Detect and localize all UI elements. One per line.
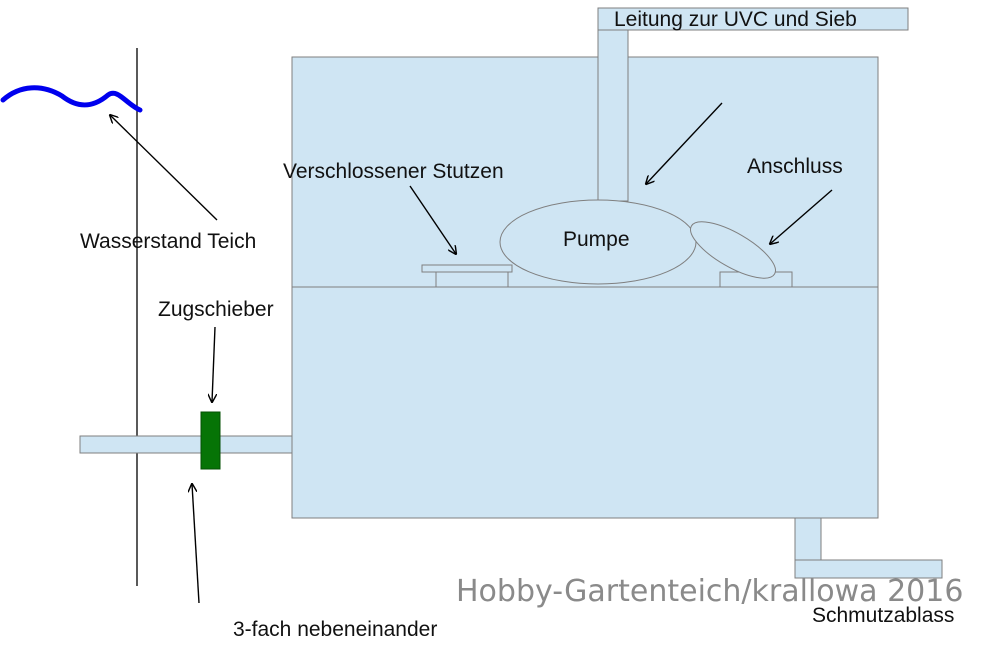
drain-pipe-vertical [794,517,822,561]
inlet-pipe [79,435,293,454]
arrow-three-fold [192,484,200,604]
gate-valve [200,411,221,470]
label-three-fold: 3-fach nebeneinander [233,618,438,641]
closed-socket-cap [421,264,513,273]
closed-socket-base [435,271,509,288]
connection-hose [690,221,776,279]
arrow-gate-valve [212,326,215,402]
drain-pipe-horizontal [794,559,943,579]
label-water-level: Wasserstand Teich [80,230,257,253]
arrow-connection [770,189,833,244]
label-uvc-pipe: Leitung zur UVC und Sieb [614,8,857,31]
arrow-water-level [110,115,218,221]
watermark: Hobby-Gartenteich/krallowa 2016 [456,574,964,609]
uvc-pipe-head [597,7,909,31]
label-pump: Pumpe [563,228,630,251]
label-connection: Anschluss [747,155,843,178]
arrow-pump-outlet [646,102,723,184]
arrow-closed-socket [409,185,456,254]
label-closed-socket: Verschlossener Stutzen [283,160,504,183]
water-level-wave [0,85,143,113]
label-dirt-drain: Schmutzablass [812,604,955,627]
label-gate-valve: Zugschieber [158,298,274,321]
uvc-pipe-vertical [597,29,629,202]
